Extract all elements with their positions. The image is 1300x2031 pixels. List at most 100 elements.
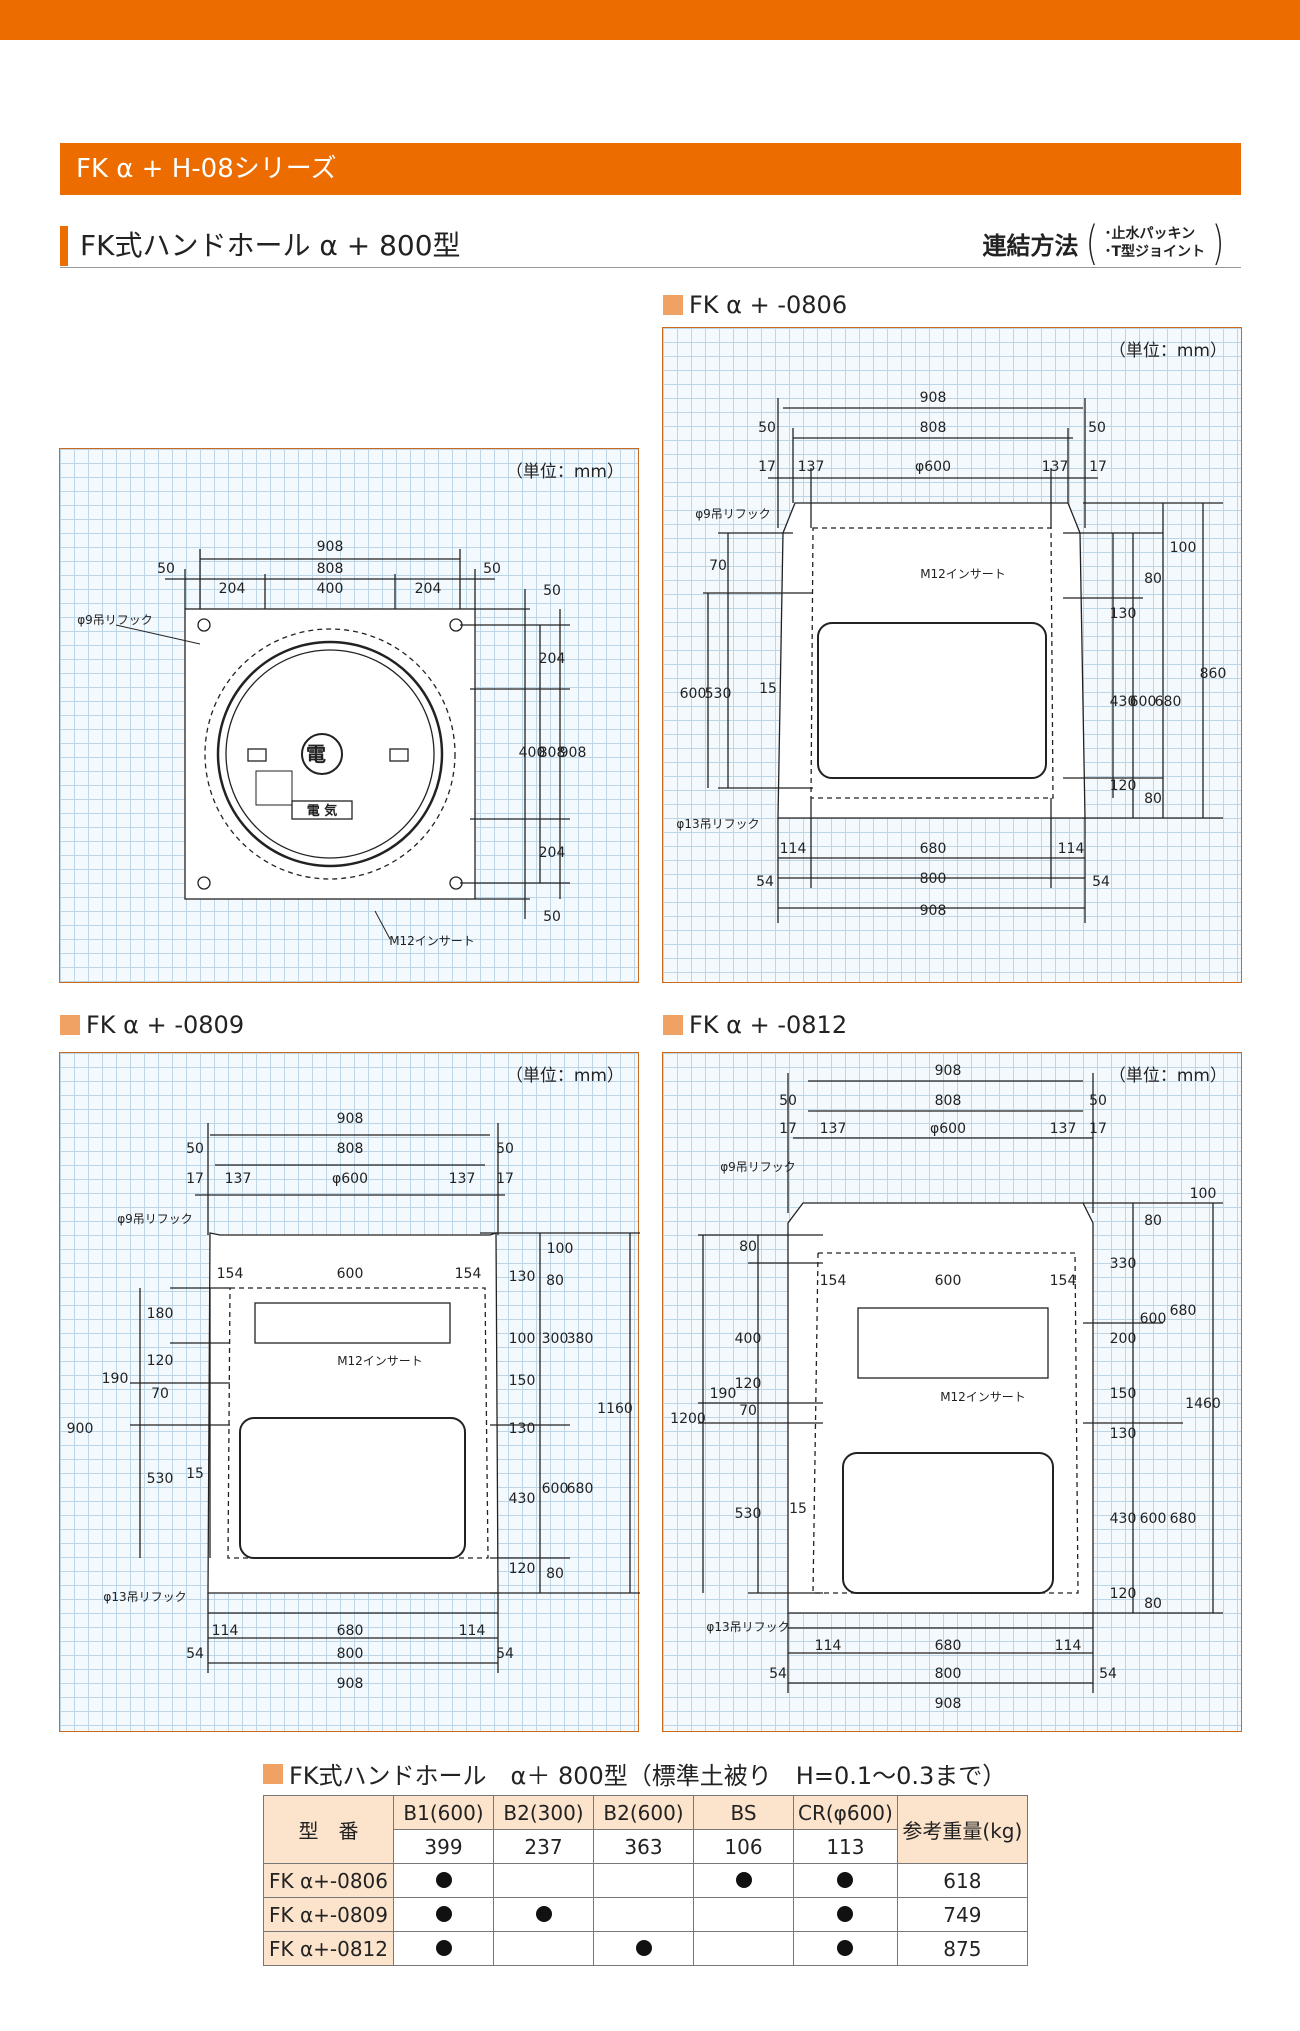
subtitle: FK式ハンドホール α + 800型 xyxy=(80,229,461,262)
label-hook13: φ13吊リフック xyxy=(103,1590,186,1604)
dim-15: 15 xyxy=(186,1466,204,1482)
mark-cell xyxy=(493,1863,594,1898)
dim-100: 100 xyxy=(1170,540,1197,556)
dim-54: 54 xyxy=(769,1666,787,1682)
dim-120: 120 xyxy=(735,1376,762,1392)
label-insert: M12インサート xyxy=(920,567,1006,581)
label-hook13: φ13吊リフック xyxy=(706,1620,789,1634)
dim-70: 70 xyxy=(709,558,727,574)
dim-15: 15 xyxy=(789,1501,807,1517)
mark-cell xyxy=(593,1931,694,1966)
heading-0806: FK α + -0806 xyxy=(663,290,847,320)
connection-method: 連結方法 ( ･止水パッキン ･T型ジョイント ) xyxy=(983,220,1231,266)
dim-204: 204 xyxy=(539,845,566,861)
dim-908: 908 xyxy=(560,745,587,761)
model-header: 型 番 xyxy=(263,1795,394,1864)
dim-430: 430 xyxy=(1110,1511,1137,1527)
dim-330: 330 xyxy=(1110,1256,1137,1272)
dim-137: 137 xyxy=(1042,459,1069,475)
dim-150: 150 xyxy=(509,1373,536,1389)
dim-17: 17 xyxy=(779,1121,797,1137)
dim-50: 50 xyxy=(543,909,561,925)
dim-600: 600 xyxy=(680,686,707,702)
panel-0806: （単位：mm） 908 808 5 xyxy=(662,327,1242,983)
heading-0809: FK α + -0809 xyxy=(60,1010,244,1040)
dim-50: 50 xyxy=(186,1141,204,1157)
dim-680: 680 xyxy=(337,1623,364,1639)
dim-114: 114 xyxy=(212,1623,239,1639)
unit-label: （単位：mm） xyxy=(1108,1066,1227,1086)
drawing-0809: 908 808 50 50 17 137 φ600 137 17 154 600… xyxy=(67,1111,640,1692)
dim-100: 100 xyxy=(547,1241,574,1257)
weight-cell: 618 xyxy=(896,1863,1028,1898)
connection-item: ･止水パッキン xyxy=(1104,226,1196,242)
paren-close: ) xyxy=(1211,216,1225,270)
dim-100: 100 xyxy=(509,1331,536,1347)
filled-circle-icon xyxy=(435,1905,452,1922)
dim-50: 50 xyxy=(779,1093,797,1109)
mark-cell xyxy=(593,1863,694,1898)
heading-text: FK α + -0809 xyxy=(86,1011,245,1039)
dim-908: 908 xyxy=(920,390,947,406)
model-cell: FK α+-0812 xyxy=(263,1931,394,1966)
dim-860: 860 xyxy=(1200,666,1227,682)
dim-530: 530 xyxy=(147,1471,174,1487)
dim-120: 120 xyxy=(147,1353,174,1369)
dim-908: 908 xyxy=(337,1111,364,1127)
dim-80: 80 xyxy=(1144,791,1162,807)
dim-17: 17 xyxy=(1089,459,1107,475)
dim-800: 800 xyxy=(337,1646,364,1662)
col-value: 237 xyxy=(493,1829,594,1864)
dim-114: 114 xyxy=(815,1638,842,1654)
dim-380: 380 xyxy=(567,1331,594,1347)
dim-50: 50 xyxy=(157,561,175,577)
dim-204: 204 xyxy=(415,581,442,597)
dim-808: 808 xyxy=(317,561,344,577)
dim-70: 70 xyxy=(739,1403,757,1419)
panel-top-view: （単位：mm） 908 808 xyxy=(59,448,639,983)
dim-680: 680 xyxy=(1170,1303,1197,1319)
label-insert: M12インサート xyxy=(940,1390,1026,1404)
table-title-text: FK式ハンドホール α＋ 800型（標準土被り H=0.1〜0.3まで） xyxy=(289,1762,1007,1790)
dim-150: 150 xyxy=(1110,1386,1137,1402)
dim-680: 680 xyxy=(935,1638,962,1654)
filled-circle-icon xyxy=(535,1905,552,1922)
series-title: FK α + H-08シリーズ xyxy=(60,143,1241,195)
top-accent-bar xyxy=(0,0,1300,40)
dim-50: 50 xyxy=(1088,420,1106,436)
dim-17: 17 xyxy=(1089,1121,1107,1137)
dim-180: 180 xyxy=(147,1306,174,1322)
dim-530: 530 xyxy=(705,686,732,702)
dim-808: 808 xyxy=(539,745,566,761)
unit-label: （単位：mm） xyxy=(505,1066,624,1086)
dim-808: 808 xyxy=(935,1093,962,1109)
col-header: BS xyxy=(693,1795,794,1830)
dim-154: 154 xyxy=(217,1266,244,1282)
dim-137: 137 xyxy=(820,1121,847,1137)
mark-cell xyxy=(393,1863,494,1898)
mark-cell xyxy=(693,1863,794,1898)
square-icon xyxy=(263,1763,283,1784)
dim-114: 114 xyxy=(780,841,807,857)
col-header: CR(φ600) xyxy=(793,1795,898,1830)
dim-400: 400 xyxy=(317,581,344,597)
mark-cell xyxy=(793,1897,898,1932)
dim-130: 130 xyxy=(509,1421,536,1437)
dim-80: 80 xyxy=(1144,1213,1162,1229)
dim-50: 50 xyxy=(543,583,561,599)
square-icon xyxy=(663,1015,683,1035)
connection-label: 連結方法 xyxy=(982,231,1079,260)
dim-600: 600 xyxy=(935,1273,962,1289)
mark-cell xyxy=(493,1931,594,1966)
dim-154: 154 xyxy=(1050,1273,1077,1289)
dim-17: 17 xyxy=(496,1171,514,1187)
dim-154: 154 xyxy=(820,1273,847,1289)
col-value: 363 xyxy=(593,1829,694,1864)
col-value: 399 xyxy=(393,1829,494,1864)
dim-800: 800 xyxy=(920,871,947,887)
dim-130: 130 xyxy=(509,1269,536,1285)
label-insert: M12インサート xyxy=(337,1354,423,1368)
dim-17: 17 xyxy=(758,459,776,475)
dim-50: 50 xyxy=(496,1141,514,1157)
